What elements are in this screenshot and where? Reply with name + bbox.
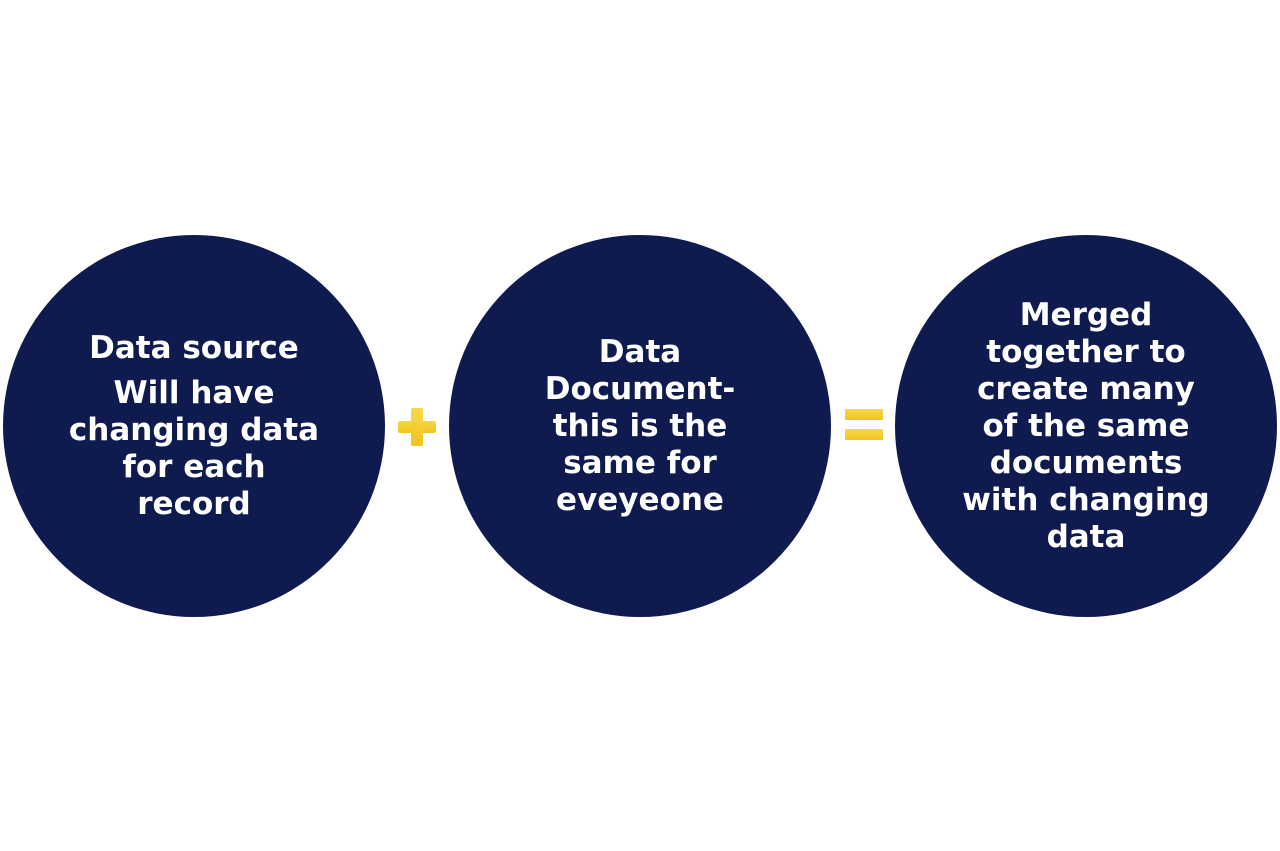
equals-icon (845, 409, 883, 441)
data-document-circle: Data Document- this is the same for evey… (449, 235, 831, 617)
plus-icon (398, 408, 436, 446)
equals-bottom-bar (845, 429, 883, 440)
data-source-description: Will have changing data for each record (68, 374, 320, 522)
merged-result-circle: Merged together to create many of the sa… (895, 235, 1277, 617)
data-document-description: Data Document- this is the same for evey… (544, 333, 736, 518)
plus-vertical-bar (411, 408, 423, 446)
merged-result-description: Merged together to create many of the sa… (962, 296, 1210, 555)
equals-top-bar (845, 409, 883, 420)
data-source-circle: Data source Will have changing data for … (3, 235, 385, 617)
data-source-title: Data source (89, 329, 299, 366)
